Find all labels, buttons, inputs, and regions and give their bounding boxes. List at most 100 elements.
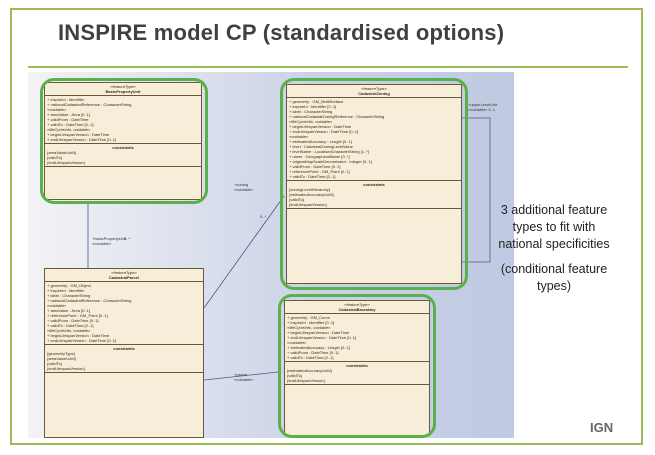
attribute: + inspireId : Identifier bbox=[47, 97, 85, 102]
stereotype: «featureType» bbox=[361, 86, 387, 91]
attribute: + validFrom : DateTime [0..1] bbox=[287, 350, 339, 355]
constraint: {estimatedAccuracyUoM} bbox=[287, 368, 332, 373]
attributes: + geometry : GM_Object + inspireId : Ide… bbox=[45, 282, 203, 345]
class-cadastral-boundary: «featureType»CadastralBoundary + geometr… bbox=[284, 300, 430, 436]
section-label: «lifeCycleInfo, voidable» bbox=[289, 119, 333, 124]
attribute: + validFrom : DateTime [0..1] bbox=[47, 318, 99, 323]
attribute: + name : GeographicalName [0..*] bbox=[289, 154, 350, 159]
attribute: + endLifespanVersion : DateTime [0..1] bbox=[287, 335, 357, 340]
note-sub: (conditional feature types) bbox=[500, 262, 608, 293]
attribute: + estimatedAccuracy : Length [0..1] bbox=[287, 345, 350, 350]
title-underline bbox=[28, 66, 628, 68]
connector-lines bbox=[87, 117, 491, 381]
attribute: + referencePoint : GM_Point [0..1] bbox=[47, 313, 108, 318]
attribute: + areaValue : Area [0..1] bbox=[47, 112, 90, 117]
constraint: {endLifespanVersion} bbox=[287, 378, 325, 383]
attribute: + beginLifespanVersion : DateTime bbox=[287, 330, 350, 335]
section-label: «voidable» bbox=[47, 303, 67, 308]
attribute: + geometry : GM_Object bbox=[47, 283, 91, 288]
attribute: + inspireId : Identifier [0..1] bbox=[289, 104, 337, 109]
section-label: «lifeCycleInfo, voidable» bbox=[47, 328, 91, 333]
class-cadastral-zoning: «featureType»CadastralZoning + geometry … bbox=[286, 84, 462, 284]
connector-parcel-zoning bbox=[203, 195, 285, 309]
attribute: + referencePoint : GM_Point [0..1] bbox=[289, 169, 350, 174]
stereotype: «featureType» bbox=[111, 270, 137, 275]
class-name: CadastralParcel bbox=[108, 275, 140, 280]
attribute: + beginLifespanVersion : DateTime bbox=[47, 333, 110, 338]
section-label: «lifeCycleInfo, voidable» bbox=[47, 127, 91, 132]
assoc-label-parcel: +parcel «voidable» bbox=[234, 372, 254, 382]
uml-diagram: «featureType»BasicPropertyUnit + inspire… bbox=[28, 72, 514, 438]
constraint: {validTo} bbox=[47, 361, 63, 366]
constraints: constraints {estimatedAccuracyUoM} {vali… bbox=[285, 362, 429, 385]
constraint: {geometryType} bbox=[47, 351, 76, 356]
constraints-title: constraints bbox=[346, 363, 368, 368]
attribute: + level : CadastralZoningLevelValue bbox=[289, 144, 353, 149]
constraints-title: constraints bbox=[112, 145, 134, 150]
constraint: {estimatedAccuracyUoM} bbox=[289, 192, 334, 197]
constraint: {zoningLevelHierarchy} bbox=[289, 187, 331, 192]
assoc-label-zoning: +zoning «voidable» bbox=[234, 182, 254, 192]
attribute: + nationalCadastalZoningReference : Char… bbox=[289, 114, 385, 119]
constraint: {validTo} bbox=[287, 373, 303, 378]
section-label: «lifeCycleInfo, voidable» bbox=[287, 325, 331, 330]
class-name: CadastralZoning bbox=[358, 91, 390, 96]
attribute: + validFrom : DateTime [0..1] bbox=[289, 164, 341, 169]
attribute: + label : CharacterString bbox=[47, 293, 91, 298]
constraint: {endLifespanVersion} bbox=[47, 366, 85, 371]
attribute: + estimatedAccuracy : Length [0..1] bbox=[289, 139, 352, 144]
section-label: «voidable» bbox=[287, 340, 307, 345]
assoc-multiplicity: 0..* bbox=[260, 214, 267, 219]
attribute: + validFrom : DateTime bbox=[47, 117, 89, 122]
assoc-multiplicity: 0..* bbox=[124, 236, 131, 241]
constraints-title: constraints bbox=[113, 346, 135, 351]
constraints: constraints {geometryType} {areaValueUoM… bbox=[45, 345, 203, 373]
attribute: + beginLifespanVersion : DateTime bbox=[47, 132, 110, 137]
attributes: + geometry : GM_Curve + inspireId : Iden… bbox=[285, 314, 429, 362]
attributes: + geometry : GM_MultiSurface + inspireId… bbox=[287, 98, 461, 181]
attribute: + label : CharacterString bbox=[289, 109, 333, 114]
attribute: + validTo : DateTime [0..1] bbox=[47, 122, 94, 127]
section-label: «voidable» bbox=[289, 134, 309, 139]
section-label: «voidable» bbox=[47, 107, 67, 112]
attribute: + validTo : DateTime [0..1] bbox=[287, 355, 334, 360]
attribute: + endLifespanVersion : DateTime [0..1] bbox=[47, 338, 117, 343]
annotation-note: 3 additional feature types to fit with n… bbox=[492, 202, 616, 295]
assoc-label-upper-level: +upperLevelUnit «voidable» 0..1 bbox=[468, 102, 498, 112]
attribute: + nationalCadastralReference : Character… bbox=[47, 102, 132, 107]
connector-zoning-self bbox=[462, 117, 491, 263]
class-name: CadastralBoundary bbox=[338, 307, 376, 312]
attribute: + nationalCadastralReference : Character… bbox=[47, 298, 132, 303]
class-name: BasicPropertyUnit bbox=[105, 89, 141, 94]
constraints: constraints {zoningLevelHierarchy} {esti… bbox=[287, 181, 461, 209]
attribute: + geometry : GM_Curve bbox=[287, 315, 330, 320]
connector-boundary-parcel bbox=[203, 371, 279, 381]
attribute: + areaValue : Area [0..1] bbox=[47, 308, 90, 313]
attribute: + validTo : DateTime [0..1] bbox=[289, 174, 336, 179]
attribute: + validTo : DateTime [0..1] bbox=[47, 323, 94, 328]
constraints-title: constraints bbox=[363, 182, 385, 187]
attribute: + originalMapScaleDenominator : Integer … bbox=[289, 159, 372, 164]
constraint: {areaValueUoM} bbox=[47, 150, 77, 155]
constraint: {validTo} bbox=[47, 155, 63, 160]
class-cadastral-parcel: «featureType»CadastralParcel + geometry … bbox=[44, 268, 204, 438]
constraint: {areaValueUoM} bbox=[47, 356, 77, 361]
attribute: + beginLifespanVersion : DateTime bbox=[289, 124, 352, 129]
slide-title: INSPIRE model CP (standardised options) bbox=[58, 20, 505, 45]
constraint: {validTo} bbox=[289, 197, 305, 202]
attribute: + levelName : LocalisedCharacterString [… bbox=[289, 149, 369, 154]
note-main: 3 additional feature types to fit with n… bbox=[498, 203, 610, 251]
assoc-label-basic-property: +basicPropertyUnit «voidable» bbox=[92, 236, 126, 246]
attribute: + endLifespanVersion : DateTime [0..1] bbox=[47, 137, 117, 142]
attribute: + inspireId : Identifier [0..1] bbox=[287, 320, 335, 325]
stereotype: «featureType» bbox=[344, 302, 370, 307]
ign-logo: IGN bbox=[590, 420, 614, 435]
class-basic-property-unit: «featureType»BasicPropertyUnit + inspire… bbox=[44, 82, 202, 200]
attribute: + inspireId : Identifier bbox=[47, 288, 85, 293]
constraints: constraints {areaValueUoM} {validTo} {en… bbox=[45, 144, 201, 167]
constraint: {endLifespanVersion} bbox=[289, 202, 327, 207]
attribute: + geometry : GM_MultiSurface bbox=[289, 99, 344, 104]
attribute: + endLifespanVersion : DateTime [0..1] bbox=[289, 129, 359, 134]
constraint: {endLifespanVersion} bbox=[47, 160, 85, 165]
stereotype: «featureType» bbox=[110, 84, 136, 89]
